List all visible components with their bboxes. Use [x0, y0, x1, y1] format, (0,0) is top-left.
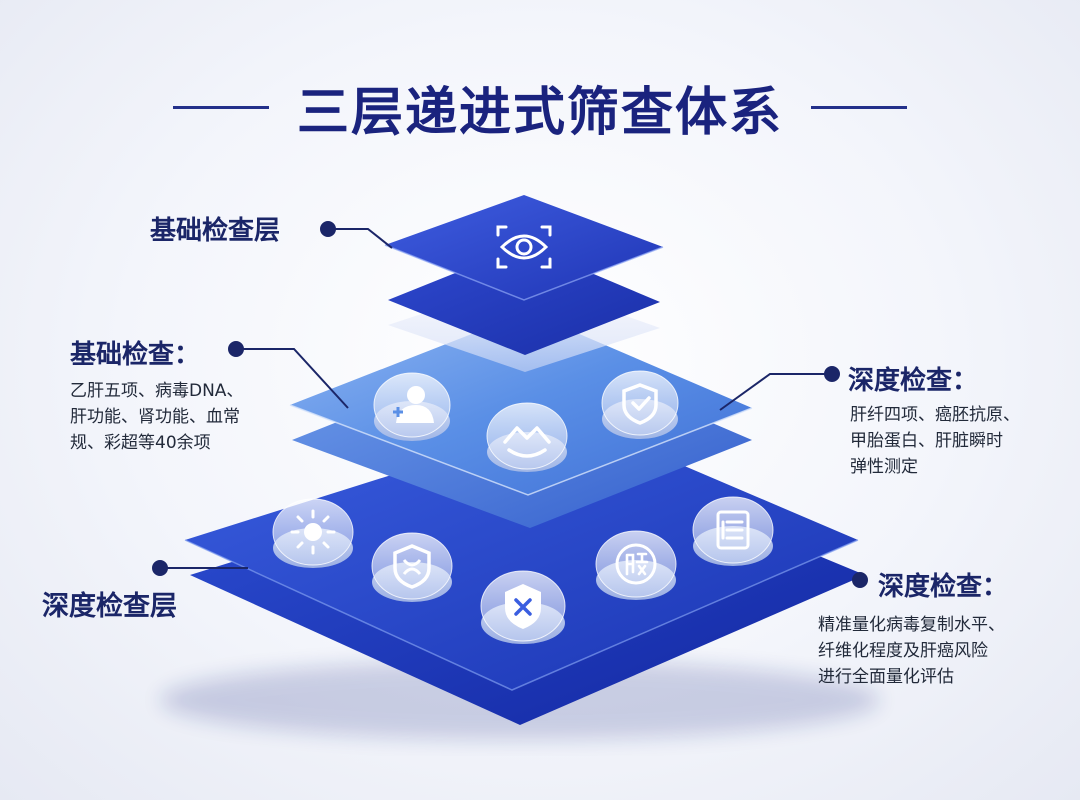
deep-check-heading-1: 深度检查：	[848, 366, 979, 396]
eye-scan-icon	[496, 225, 552, 269]
bottom-layer-top	[185, 418, 858, 690]
top-layer	[384, 195, 664, 355]
deep-check-description-1: 肝纤四项、癌胚抗原、 甲胎蛋白、肝脏瞬时 弹性测定	[850, 402, 1020, 480]
basic-check-line: 乙肝五项、病毒DNA、	[70, 381, 244, 401]
deep-check-heading-2: 深度检查：	[878, 572, 1009, 602]
deep-check-line: 精准量化病毒复制水平、	[818, 615, 1005, 635]
care-hands-icon	[486, 402, 568, 472]
deep-check-line: 肝纤四项、癌胚抗原、	[850, 405, 1020, 425]
clipboard-icon	[692, 496, 774, 566]
deep-check-line: 弹性测定	[850, 457, 918, 477]
deep-check-line: 甲胎蛋白、肝脏瞬时	[850, 431, 1003, 451]
deep-check-line: 纤维化程度及肝癌风险	[818, 641, 988, 661]
doctor-icon	[373, 372, 451, 441]
basic-check-line: 规、彩超等40余项	[70, 433, 211, 453]
deep-check-description-2: 精准量化病毒复制水平、 纤维化程度及肝癌风险 进行全面量化评估	[818, 612, 1005, 690]
title-bar: 三层递进式筛查体系	[0, 72, 1080, 143]
shield-check-icon	[601, 370, 679, 439]
deep-layer-label: 深度检查层	[42, 591, 177, 622]
connector-deep-layer	[152, 560, 248, 576]
basic-layer-label: 基础检查层	[150, 216, 281, 246]
shield-dna-icon	[371, 532, 453, 602]
page-title: 三层递进式筛查体系	[296, 82, 783, 143]
top-layer-top	[385, 195, 663, 300]
basic-check-heading: 基础检查：	[70, 340, 201, 370]
title-line-right	[811, 105, 907, 109]
shield-cross-icon	[480, 570, 566, 644]
title-line-left	[172, 105, 269, 109]
deep-check-line: 进行全面量化评估	[818, 667, 954, 687]
liver-char-icon	[595, 530, 677, 600]
basic-check-line: 肝功能、肾功能、血常	[70, 407, 240, 427]
connector-deep-detail-2	[852, 572, 868, 588]
sun-icon	[272, 498, 354, 568]
connector-basic-layer	[320, 221, 393, 249]
connector-deep-detail-1	[719, 366, 840, 411]
basic-check-description: 乙肝五项、病毒DNA、 肝功能、肾功能、血常 规、彩超等40余项	[70, 378, 243, 456]
connector-basic-detail	[228, 341, 349, 409]
